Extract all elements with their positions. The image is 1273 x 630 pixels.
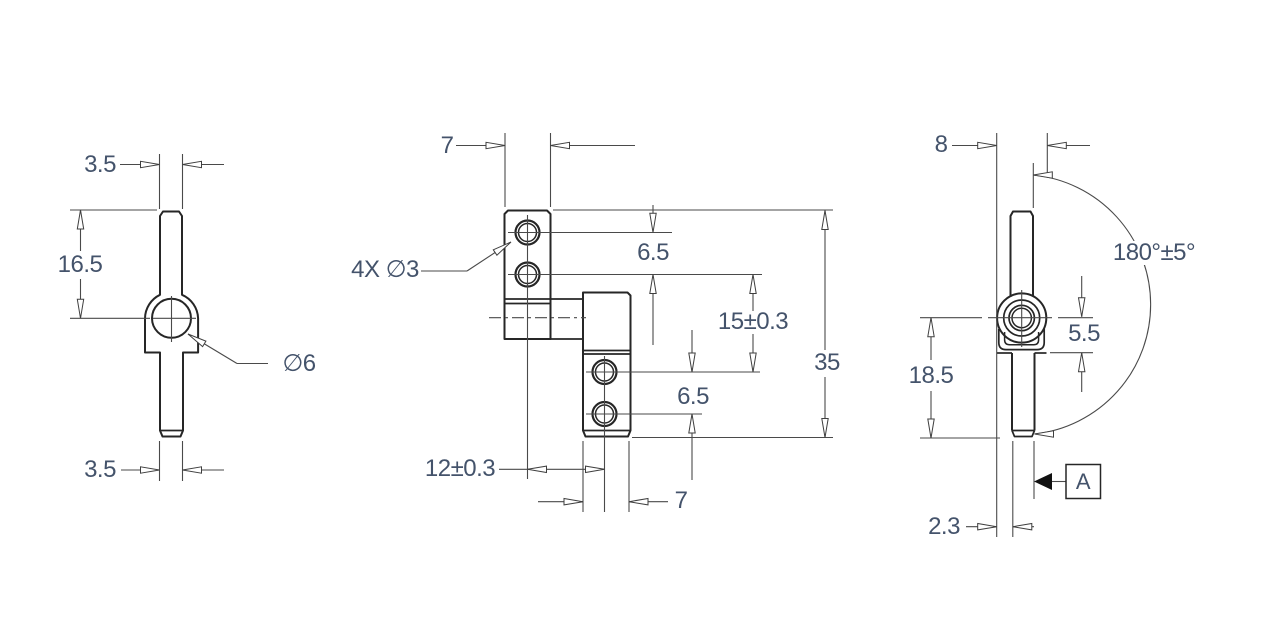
dim-front-pitch-top-lines: [649, 205, 657, 345]
dim-front-pitch-bottom: 6.5: [677, 383, 709, 410]
datum-triangle-icon: [1034, 473, 1052, 490]
callout-holes: 4X ∅3: [351, 256, 419, 283]
right-view-top-bar: [1009, 210, 1034, 297]
dim-side-pin: 5.5: [1068, 320, 1100, 347]
left-view-outline: [144, 210, 200, 438]
right-side-view: [920, 133, 1152, 537]
leader-bore: [187, 333, 268, 365]
dim-side-angle: 180°±5°: [1109, 241, 1199, 265]
dim-side-knuckle: 8: [934, 131, 948, 158]
dim-front-pitch-bottom-lines: [688, 330, 696, 480]
dim-left-height: 16.5: [57, 251, 103, 278]
dim-front-top-width: 7: [440, 132, 454, 159]
dim-left-height-lines: [70, 209, 157, 319]
dim-front-overall: 35: [814, 349, 840, 376]
dim-left-top-width-lines: [120, 154, 224, 209]
dim-front-overall-lines: [553, 209, 833, 439]
knuckle-base-outer: [997, 329, 1046, 351]
dim-front-centers: 12±0.3: [424, 455, 496, 482]
dim-front-span: 15±0.3: [717, 308, 789, 335]
leader-hole-callout: [421, 241, 512, 272]
dim-side-knuckle-lines: [952, 133, 1090, 537]
dim-side-thickness-lines: [966, 441, 1034, 537]
dim-side-pin-lines: [1050, 276, 1093, 392]
dim-front-pitch-top: 6.5: [637, 239, 669, 266]
datum-a-label: A: [1075, 469, 1091, 494]
dim-side-leg-lines: [920, 317, 1000, 439]
dim-front-bottom-width: 7: [674, 487, 688, 514]
dim-left-top-width: 3.5: [84, 151, 116, 178]
dim-left-bottom-width-lines: [121, 441, 224, 481]
front-view: [421, 133, 833, 512]
dim-front-centers-lines: [499, 441, 630, 512]
dim-side-angle-lines: [1032, 163, 1152, 438]
dim-side-thickness: 2.3: [928, 513, 960, 540]
front-holes: [514, 219, 618, 428]
dim-front-bottom-width-lines: [538, 497, 668, 506]
dim-front-top-width-lines: [456, 133, 635, 207]
dim-front-span-lines: [749, 274, 757, 373]
dim-side-leg: 18.5: [908, 362, 954, 389]
datum-a-flag: [1033, 441, 1102, 500]
dim-left-bottom-width: 3.5: [84, 456, 116, 483]
dim-left-bore: ∅6: [282, 350, 316, 377]
front-right-leaf: [582, 291, 632, 438]
left-side-view: [70, 154, 268, 481]
